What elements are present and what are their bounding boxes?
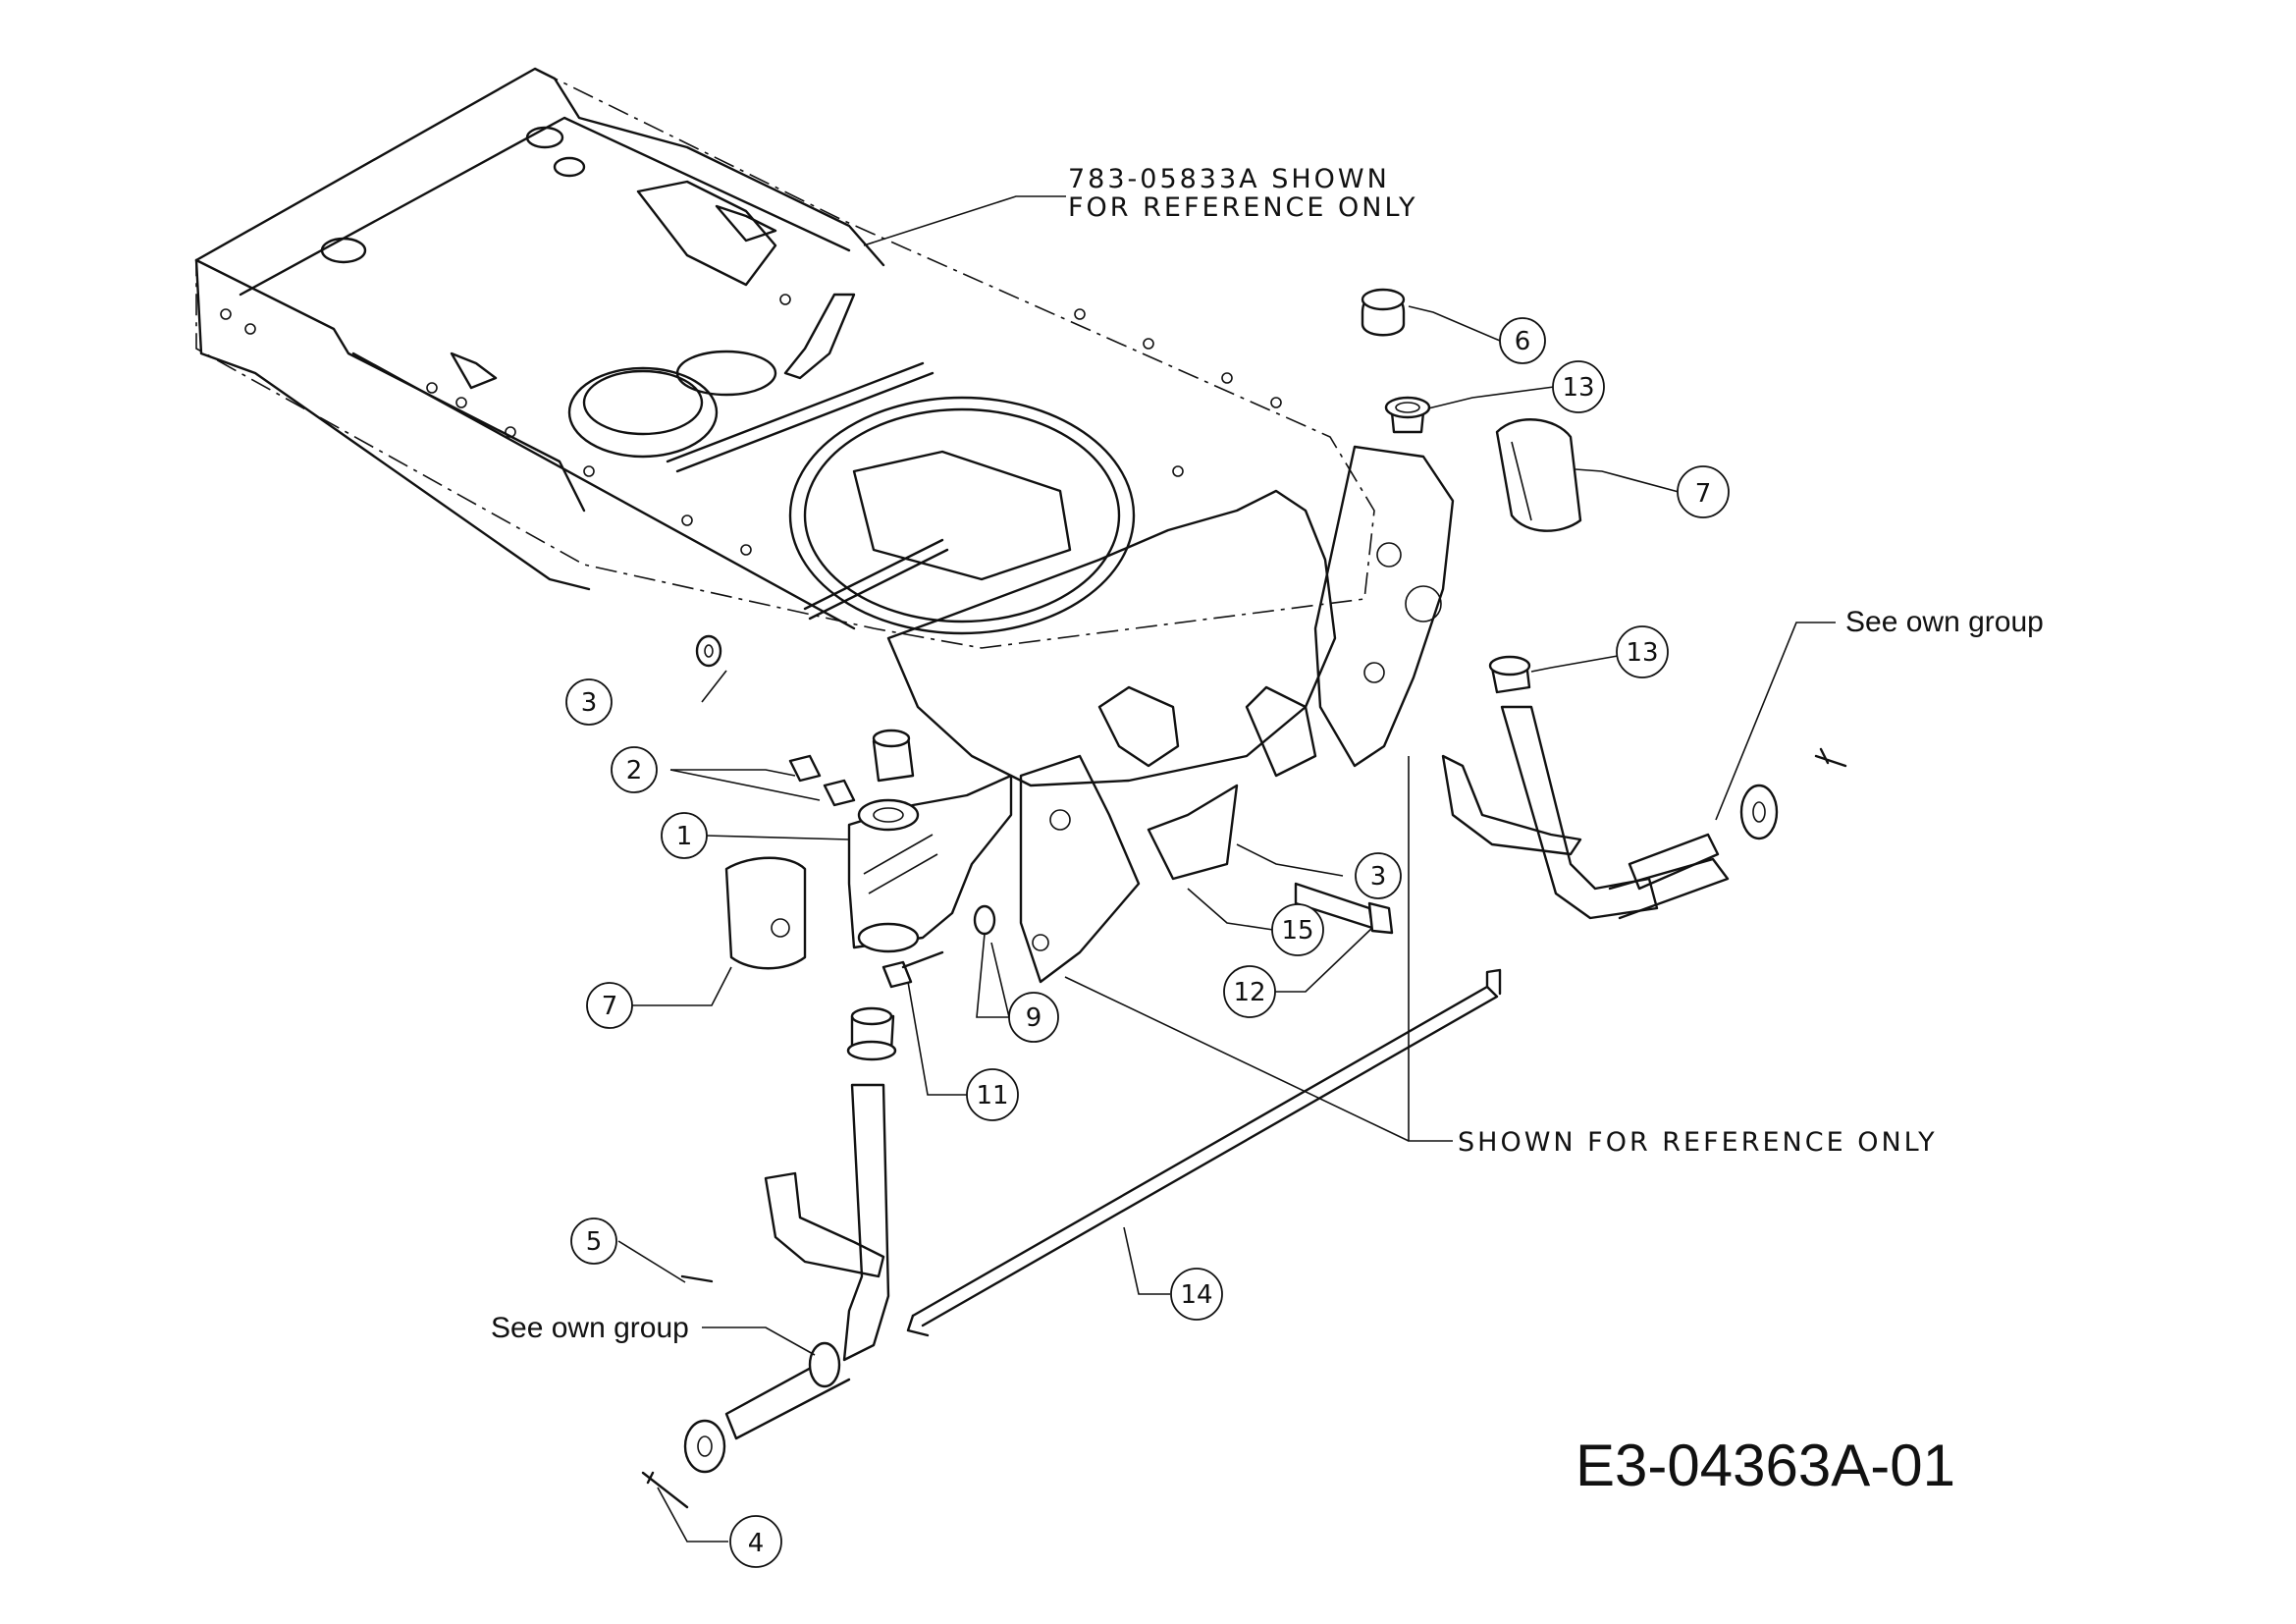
part-11-bolt bbox=[881, 950, 944, 989]
part-13-bushing-top bbox=[1384, 396, 1431, 434]
callout-3-right-label: 3 bbox=[1370, 862, 1387, 892]
callout-9-label: 9 bbox=[1026, 1003, 1042, 1033]
leader-lines bbox=[617, 195, 1836, 1543]
callout-12: 12 bbox=[1223, 965, 1276, 1018]
axle-extension-right bbox=[1628, 747, 1847, 891]
callout-11: 11 bbox=[966, 1068, 1019, 1121]
see-own-group-left: See own group bbox=[491, 1312, 689, 1344]
reference-note-783-line1: 783-05833A SHOWN bbox=[1068, 164, 1390, 194]
callout-1-label: 1 bbox=[676, 822, 693, 851]
part-7-sleeve-left bbox=[724, 856, 807, 970]
callout-5: 5 bbox=[570, 1218, 617, 1265]
callout-2: 2 bbox=[611, 746, 658, 793]
callout-7-right: 7 bbox=[1677, 465, 1730, 518]
drawing-code: E3-04363A-01 bbox=[1575, 1433, 1955, 1498]
part-7-sleeve-right bbox=[1495, 418, 1582, 532]
callout-11-label: 11 bbox=[976, 1081, 1008, 1110]
callout-13-mid-label: 13 bbox=[1626, 638, 1658, 668]
callout-7-left-label: 7 bbox=[602, 992, 618, 1021]
part-1-axle-pivot bbox=[847, 729, 1013, 953]
part-5-pin bbox=[680, 1274, 714, 1283]
spindle-left bbox=[724, 1083, 890, 1440]
frame-reference-part bbox=[194, 67, 1455, 984]
callout-7-right-label: 7 bbox=[1695, 479, 1712, 509]
callout-3-left-label: 3 bbox=[581, 688, 598, 718]
callout-13-top-label: 13 bbox=[1562, 373, 1594, 403]
shown-for-reference-note: SHOWN FOR REFERENCE ONLY bbox=[1458, 1127, 1938, 1158]
callout-3-right: 3 bbox=[1355, 852, 1402, 899]
callout-3-left: 3 bbox=[565, 678, 613, 726]
callout-15-label: 15 bbox=[1281, 916, 1313, 946]
callout-13-mid: 13 bbox=[1616, 625, 1669, 678]
callout-12-label: 12 bbox=[1233, 978, 1265, 1007]
callout-6-label: 6 bbox=[1515, 327, 1531, 356]
part-9-washer bbox=[973, 904, 996, 936]
callout-13-top: 13 bbox=[1552, 360, 1605, 413]
callout-4: 4 bbox=[729, 1515, 782, 1568]
part-4-pin bbox=[641, 1471, 689, 1509]
part-14-tie-rod bbox=[906, 968, 1502, 1337]
callout-5-label: 5 bbox=[586, 1227, 603, 1257]
spindle-right bbox=[1441, 705, 1730, 920]
part-15-bracket bbox=[1147, 784, 1239, 881]
part-2-bolts bbox=[788, 754, 856, 807]
part-13-bushing-mid bbox=[1488, 655, 1531, 694]
part-3-washer-left bbox=[695, 634, 722, 668]
callout-4-label: 4 bbox=[748, 1529, 765, 1558]
callout-9: 9 bbox=[1008, 992, 1059, 1043]
see-own-group-right: See own group bbox=[1845, 606, 2044, 638]
lower-bushing bbox=[846, 1006, 897, 1061]
callout-15: 15 bbox=[1271, 903, 1324, 956]
callout-14: 14 bbox=[1170, 1268, 1223, 1321]
reference-note-783-line2: FOR REFERENCE ONLY bbox=[1068, 192, 1417, 223]
callout-7-left: 7 bbox=[586, 982, 633, 1029]
callout-1: 1 bbox=[661, 812, 708, 859]
callout-14-label: 14 bbox=[1180, 1280, 1212, 1310]
washer-left-outer bbox=[683, 1419, 726, 1474]
callout-6: 6 bbox=[1499, 317, 1546, 364]
callout-2-label: 2 bbox=[626, 756, 643, 785]
part-6-cap bbox=[1361, 288, 1406, 337]
